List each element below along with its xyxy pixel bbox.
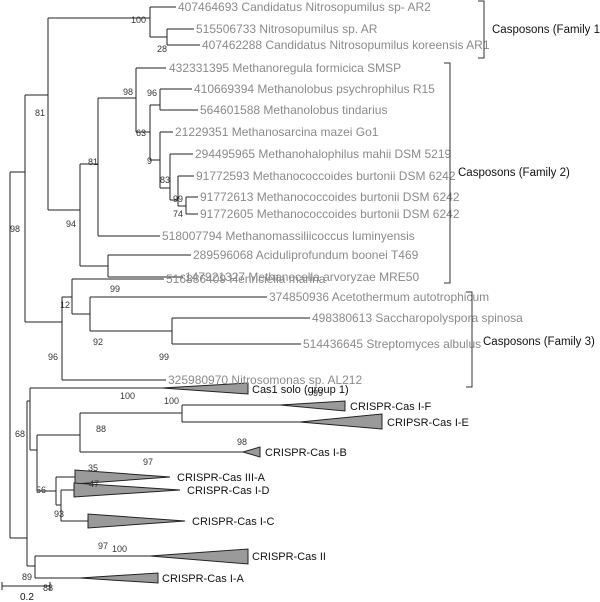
bootstrap-value: 96 — [147, 88, 157, 98]
clade-label-ie: CRIPSR-Cas I-E — [387, 417, 469, 429]
clade-triangle-iiia — [74, 469, 171, 485]
clade-label-ib: CRISPR-Cas I-B — [265, 447, 347, 459]
leaf-label: 407462288 Candidatus Nitrosopumilus kore… — [202, 38, 490, 52]
clade-label-cas1solo: Cas1 solo (group 1) — [252, 384, 349, 396]
clade-triangle-id — [73, 482, 181, 498]
bootstrap-value: 28 — [157, 44, 167, 54]
bootstrap-value: 100 — [120, 391, 135, 401]
leaf-label: 516886409 Henriciella marina — [166, 272, 326, 286]
bootstrap-value: 97 — [98, 541, 108, 551]
clade-label-ic: CRISPR-Cas I-C — [192, 516, 275, 528]
clade-triangle-if — [279, 400, 346, 412]
bootstrap-value: 99 — [173, 194, 183, 204]
leaf-label: 514436645 Streptomyces albulus — [303, 337, 481, 351]
bootstrap-value: 98 — [123, 87, 133, 97]
clade-label-id: CRISPR-Cas I-D — [187, 485, 270, 497]
leaf-label: 432331395 Methanoregula formicica SMSP — [169, 61, 401, 75]
leaf-label: 374850936 Acetothermum autotrophicum — [269, 290, 489, 304]
bootstrap-value: 47 — [89, 479, 99, 489]
bootstrap-value: 97 — [143, 457, 153, 467]
bootstrap-values: 100 28 81 98 96 63 9 83 99 74 81 94 99 9… — [10, 15, 323, 593]
collapsed-clades — [73, 382, 383, 584]
leaf-label: 91772605 Methanococcoides burtonii DSM 6… — [200, 207, 460, 221]
scale-bar: 0.2 — [1, 582, 51, 602]
leaf-label: 91772613 Methanococcoides burtonii DSM 6… — [200, 190, 460, 204]
bootstrap-value: 99 — [313, 388, 323, 398]
bootstrap-value: 89 — [22, 572, 32, 582]
clade-label-ii: CRISPR-Cas II — [252, 551, 326, 563]
leaf-label: 410669394 Methanolobus psychrophilus R15 — [194, 82, 435, 96]
leaf-label: 515506733 Nitrosopumilus sp. AR — [196, 22, 378, 36]
bootstrap-value: 94 — [66, 219, 76, 229]
leaf-label: 147921327 Methanocella arvoryzae MRE50 — [185, 270, 419, 284]
bootstrap-value: 12 — [60, 300, 70, 310]
family-bracket-1 — [478, 0, 485, 59]
bootstrap-value: 83 — [160, 175, 170, 185]
bootstrap-value: 100 — [164, 396, 179, 406]
bootstrap-value: 93 — [54, 509, 64, 519]
clade-label-if: CRISPR-Cas I-F — [350, 401, 432, 413]
clade-triangle-ia — [79, 572, 159, 584]
family-brackets: Casposons (Family 1) Casposons (Family 2… — [444, 0, 600, 388]
clade-triangle-ic — [87, 513, 186, 529]
leaf-label: 289596068 Aciduliprofundum boonei T469 — [193, 248, 419, 262]
leaf-label: 294495965 Methanohalophilus mahii DSM 52… — [195, 147, 452, 161]
bootstrap-value: 88 — [96, 424, 106, 434]
leaf-labels: 407464693 Candidatus Nitrosopumilus sp- … — [162, 0, 523, 387]
bootstrap-value: 81 — [88, 157, 98, 167]
family-bracket-2 — [444, 62, 451, 284]
clade-label-ia: CRISPR-Cas I-A — [162, 573, 245, 585]
family-label-3: Casposons (Family 3) — [483, 336, 595, 348]
bootstrap-value: 98 — [10, 224, 20, 234]
clade-triangle-ie — [299, 413, 383, 430]
scale-bar-label: 0.2 — [20, 592, 34, 602]
family-label-2: Casposons (Family 2) — [458, 167, 570, 179]
leaf-label: 325980970 Nitrosomonas sp. AL212 — [168, 373, 362, 387]
bootstrap-value: 81 — [35, 108, 45, 118]
leaf-label: 91772593 Methanococcoides burtonii DSM 6… — [196, 169, 456, 183]
bootstrap-value: 56 — [36, 485, 46, 495]
leaf-label: 407464693 Candidatus Nitrosopumilus sp- … — [178, 0, 431, 14]
family-label-1: Casposons (Family 1) — [492, 24, 600, 36]
bootstrap-value: 88 — [43, 583, 53, 593]
bootstrap-value: 98 — [237, 437, 247, 447]
bootstrap-value: 35 — [88, 463, 98, 473]
bootstrap-value: 99 — [110, 284, 120, 294]
clade-triangle-ib — [241, 446, 261, 458]
leaf-label: 21229351 Methanosarcina mazei Go1 — [175, 125, 379, 139]
leaf-label: 498380613 Saccharopolyspora spinosa — [312, 311, 523, 325]
bootstrap-value: 68 — [15, 429, 25, 439]
bootstrap-value: 96 — [48, 352, 58, 362]
clade-triangle-ii — [149, 548, 249, 565]
clade-labels: Cas1 solo (group 1) CRISPR-Cas I-F CRIPS… — [162, 384, 469, 585]
family-bracket-3 — [466, 291, 473, 388]
bootstrap-value: 100 — [112, 544, 127, 554]
bootstrap-value: 63 — [136, 128, 146, 138]
leaf-label: 518007794 Methanomassiliicoccus luminyen… — [162, 229, 415, 243]
bootstrap-value: 74 — [173, 209, 183, 219]
clade-label-iiia: CRISPR-Cas III-A — [177, 472, 266, 484]
bootstrap-value: 92 — [93, 337, 103, 347]
bootstrap-value: 99 — [159, 352, 169, 362]
clade-triangle-cas1solo — [161, 382, 249, 395]
bootstrap-value: 9 — [147, 156, 152, 166]
leaf-label: 564601588 Methanolobus tindarius — [200, 103, 387, 117]
tree-branches — [9, 6, 310, 579]
bootstrap-value: 100 — [131, 15, 146, 25]
